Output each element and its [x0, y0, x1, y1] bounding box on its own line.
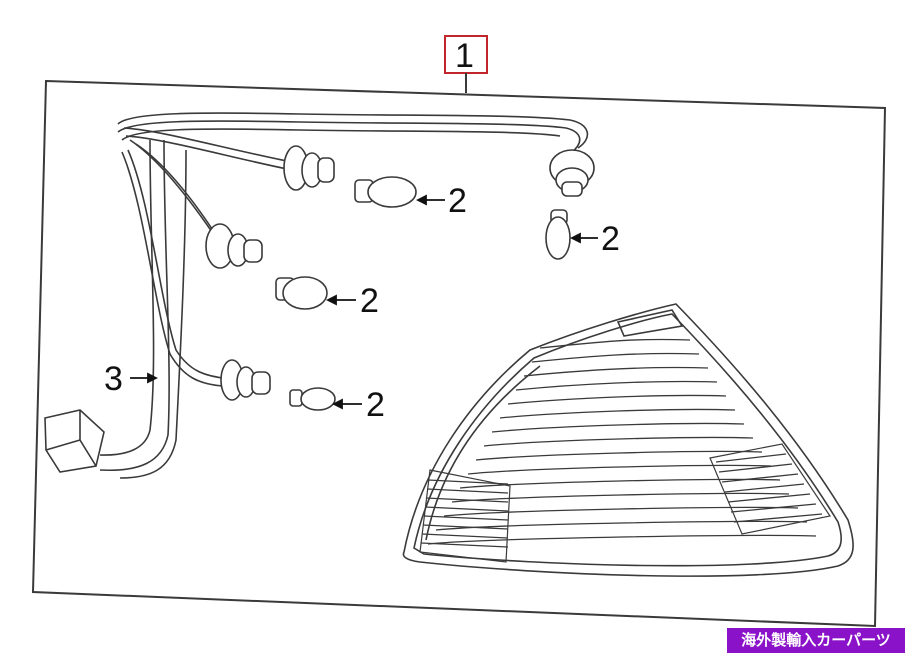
- callout-2-bulb-3: 2: [360, 282, 379, 320]
- grid-line: [425, 497, 509, 503]
- grid-line: [422, 524, 509, 530]
- grid-line: [423, 515, 509, 521]
- harness-connector: [44, 409, 105, 473]
- grid-line: [718, 463, 793, 473]
- grid-line: [424, 506, 509, 512]
- grid-line: [421, 533, 509, 539]
- lens-line: [491, 422, 745, 433]
- lens-line: [531, 352, 700, 363]
- lens-line: [515, 380, 718, 391]
- lens-line: [483, 436, 754, 447]
- grid-line: [733, 513, 823, 523]
- bulb-2: [545, 209, 571, 260]
- callout-3-harness: 3: [104, 360, 123, 398]
- grid-line: [715, 453, 787, 463]
- bulb-3: [275, 276, 328, 310]
- lens-line: [467, 464, 772, 475]
- callout-1-label: 1: [455, 37, 474, 75]
- callout-1: 1: [444, 35, 488, 93]
- lens-line: [499, 408, 736, 419]
- callout-2-bulb-4: 2: [366, 386, 385, 424]
- socket-lower-left: [220, 359, 271, 401]
- lens-line: [427, 534, 817, 545]
- grid-line: [730, 503, 817, 513]
- wiring-harness: [99, 112, 589, 479]
- tail-lamp-housing: [402, 303, 854, 577]
- socket-middle-left: [205, 223, 263, 269]
- socket-upper-right: [549, 149, 595, 197]
- grid-line: [426, 488, 509, 494]
- grid-line: [420, 542, 509, 548]
- tail-lamp-lower-grid: [419, 443, 831, 563]
- grid-line: [727, 493, 811, 503]
- lens-line: [523, 366, 709, 377]
- bulb-4: [289, 387, 336, 411]
- lens-line: [443, 506, 799, 517]
- callout-arrows: [130, 194, 598, 410]
- tail-lamp-lens-lines: [420, 338, 823, 548]
- lens-line: [539, 338, 691, 349]
- lens-line: [475, 450, 763, 461]
- grid-line: [721, 473, 799, 483]
- watermark-badge: 海外製輸入カーパーツ: [727, 628, 905, 653]
- grid-line: [724, 483, 805, 493]
- socket-upper-left: [283, 145, 335, 191]
- lens-line: [451, 492, 790, 503]
- bulb-1: [354, 176, 417, 208]
- callout-2-bulb-1: 2: [448, 182, 467, 220]
- callout-2-bulb-2: 2: [601, 220, 620, 258]
- lens-line: [507, 394, 727, 405]
- assembly-frame: [31, 79, 887, 628]
